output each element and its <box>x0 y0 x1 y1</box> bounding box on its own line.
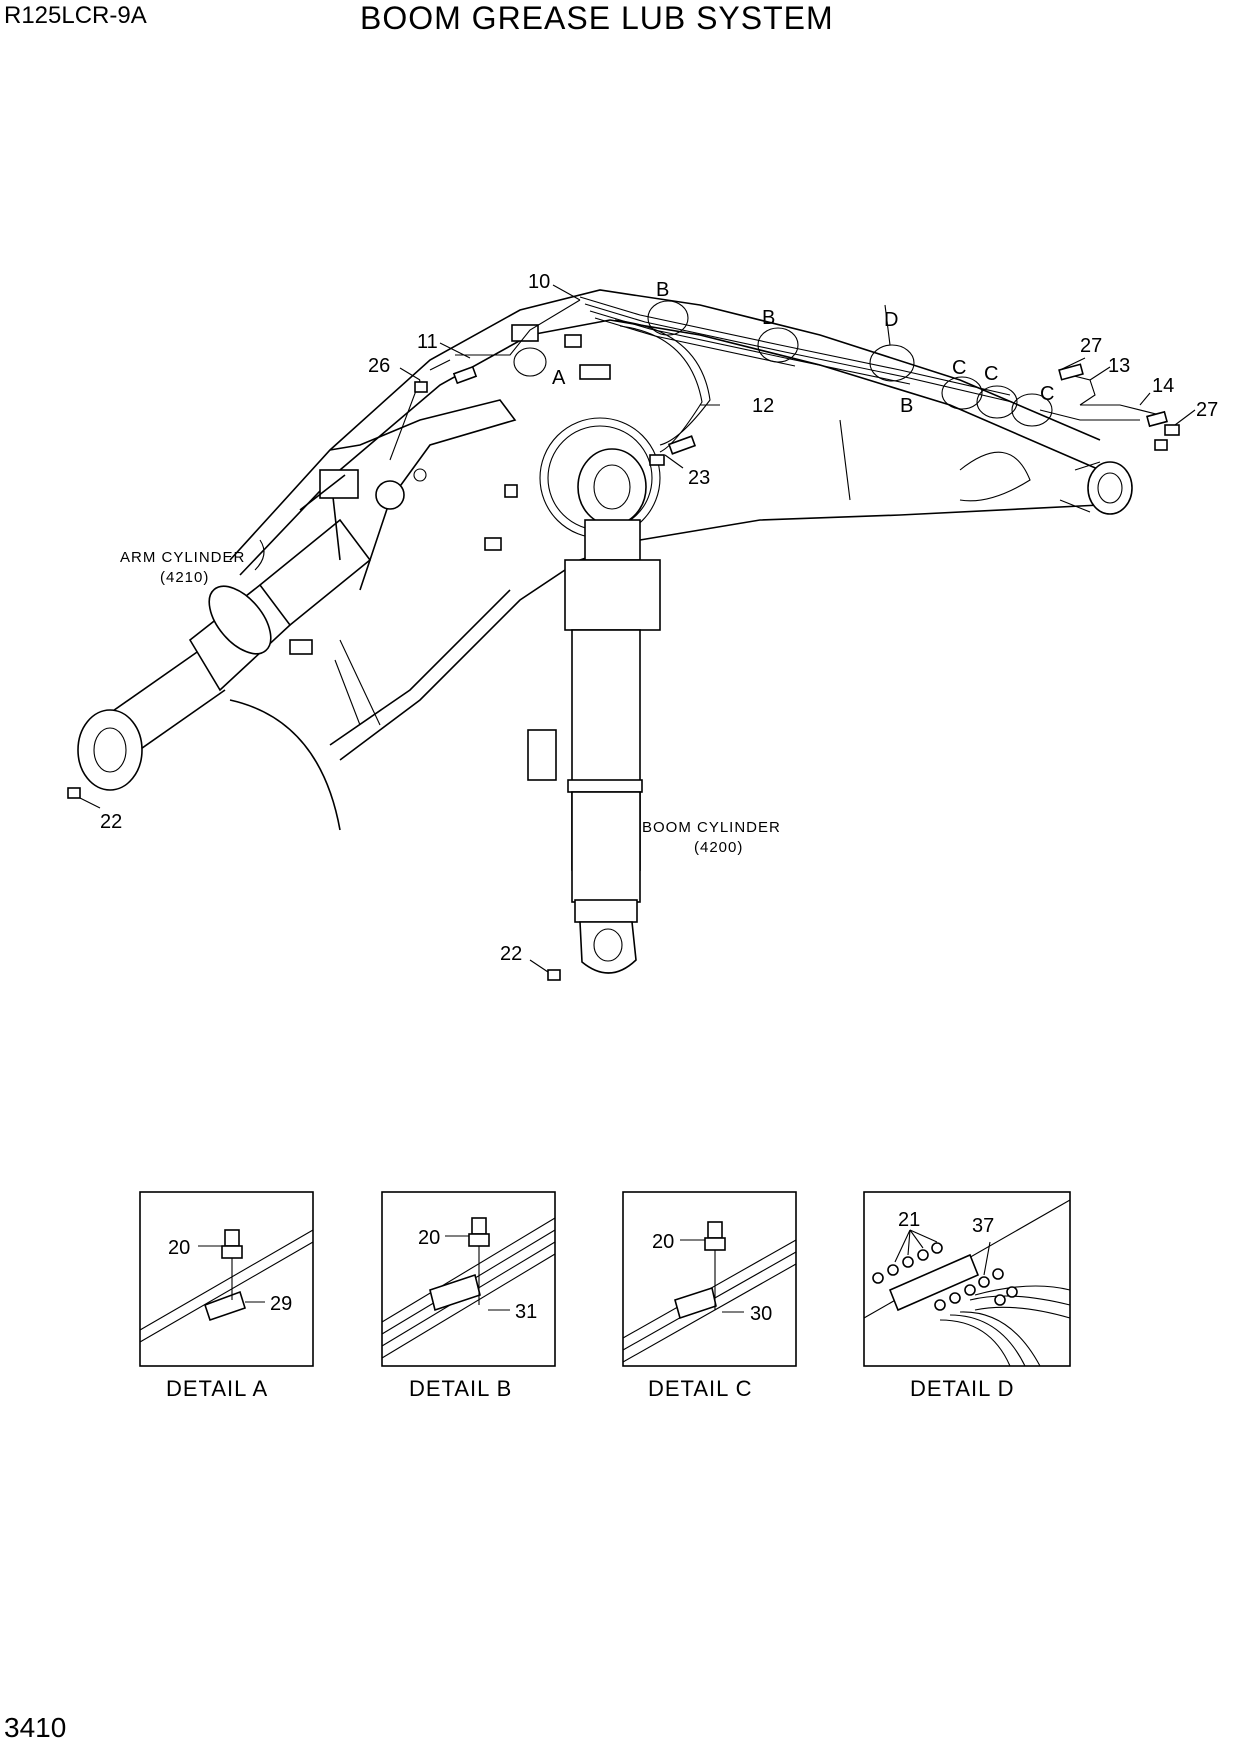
callout-26: 26 <box>368 355 390 377</box>
ref-d: D <box>884 309 898 331</box>
ref-c-1: C <box>952 357 966 379</box>
page-number: 3410 <box>4 1712 67 1743</box>
detail-a-part-1: 20 <box>168 1237 190 1259</box>
detail-a: 20 29 <box>139 1191 314 1367</box>
grease-lines <box>389 296 1161 461</box>
callout-14: 14 <box>1152 375 1174 397</box>
page-title: BOOM GREASE LUB SYSTEM <box>360 0 834 36</box>
ref-a: A <box>552 367 566 389</box>
callout-10: 10 <box>528 271 550 293</box>
callout-27-right: 27 <box>1196 399 1218 421</box>
detail-b-caption: DETAIL B <box>409 1376 513 1401</box>
callout-12: 12 <box>752 395 774 417</box>
ref-b-1: B <box>656 279 669 301</box>
callout-22-arm: 22 <box>100 811 122 833</box>
detail-d-caption: DETAIL D <box>910 1376 1015 1401</box>
leader-lines <box>79 284 1196 973</box>
callout-22-boom: 22 <box>500 943 522 965</box>
detail-b: 20 31 <box>381 1191 556 1367</box>
callout-13: 13 <box>1108 355 1130 377</box>
detail-a-part-2: 29 <box>270 1293 292 1315</box>
callout-27-top: 27 <box>1080 335 1102 357</box>
detail-c: 20 30 <box>622 1191 797 1367</box>
ref-c-2: C <box>984 363 998 385</box>
arm-cylinder <box>77 474 372 791</box>
ref-c-3: C <box>1040 383 1054 405</box>
arm-cylinder-code: (4210) <box>160 569 209 586</box>
detail-d: 21 37 <box>863 1191 1071 1367</box>
detail-d-part-2: 37 <box>972 1215 994 1237</box>
detail-c-part-2: 30 <box>750 1303 772 1325</box>
ref-b-3: B <box>900 395 913 417</box>
arm-cylinder-label: ARM CYLINDER <box>120 549 245 566</box>
boom-cylinder <box>527 448 661 974</box>
ref-b-2: B <box>762 307 775 329</box>
detail-d-part-1: 21 <box>898 1209 920 1231</box>
detail-b-part-1: 20 <box>418 1227 440 1249</box>
boom-cylinder-code: (4200) <box>694 839 743 856</box>
grease-fittings <box>67 363 1180 981</box>
detail-c-part-1: 20 <box>652 1231 674 1253</box>
detail-a-caption: DETAIL A <box>166 1376 269 1401</box>
boom-cylinder-label: BOOM CYLINDER <box>642 819 781 836</box>
detail-b-part-2: 31 <box>515 1301 537 1323</box>
arm-cylinder-bracket <box>319 399 517 591</box>
model-number: R125LCR-9A <box>4 2 147 29</box>
callout-11: 11 <box>417 331 438 353</box>
callout-23: 23 <box>688 467 710 489</box>
detail-c-caption: DETAIL C <box>648 1376 753 1401</box>
detail-markers <box>513 300 1053 427</box>
